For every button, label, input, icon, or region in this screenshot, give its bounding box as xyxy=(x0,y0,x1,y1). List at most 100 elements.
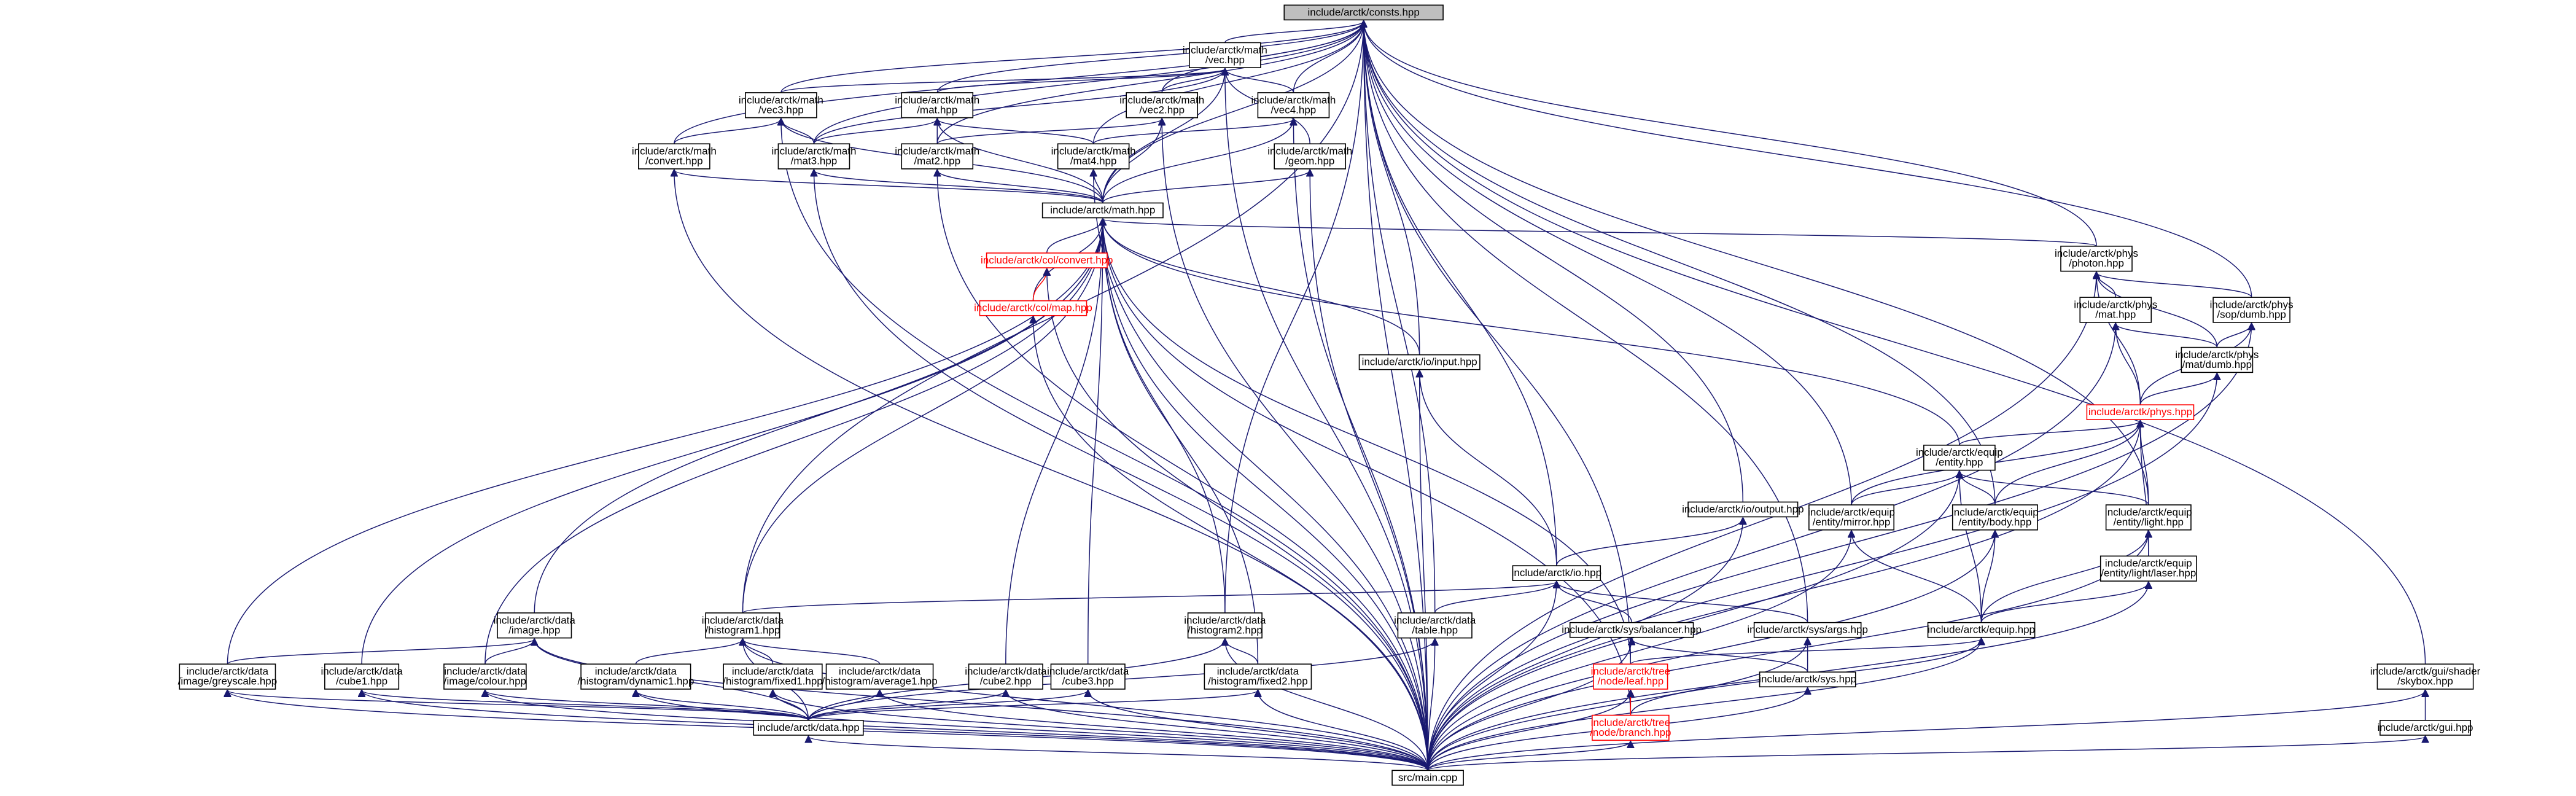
node-data[interactable]: include/arctk/data.hpp xyxy=(753,720,864,736)
node-skybox[interactable]: include/arctk/gui/shader/skybox.hpp xyxy=(2370,663,2481,690)
node-fixed1[interactable]: include/arctk/data/histogram/fixed1.hpp xyxy=(723,663,823,690)
node-colconvert[interactable]: include/arctk/col/convert.hpp xyxy=(981,252,1113,268)
node-convert[interactable]: include/arctk/math/convert.hpp xyxy=(632,143,717,170)
node-histogram1[interactable]: include/arctk/data/histogram1.hpp xyxy=(702,612,784,639)
node-leaf[interactable]: include/arctk/tree/node/leaf.hpp xyxy=(1591,663,1670,690)
edge-mat2-to-constants xyxy=(936,21,1363,144)
node-matdumb-label-0: include/arctk/phys xyxy=(2175,349,2259,361)
node-vec[interactable]: include/arctk/math/vec.hpp xyxy=(1183,42,1267,68)
node-io[interactable]: include/arctk/io.hpp xyxy=(1512,565,1601,581)
node-histogram2[interactable]: include/arctk/data/histogram2.hpp xyxy=(1184,612,1266,639)
node-args[interactable]: include/arctk/sys/args.hpp xyxy=(1747,622,1868,638)
edge-output-to-constants xyxy=(1364,21,1744,502)
node-vec2[interactable]: include/arctk/math/vec2.hpp xyxy=(1119,92,1204,119)
node-geom-label-0: include/arctk/math xyxy=(1267,146,1352,157)
edge-main-to-geom xyxy=(1310,170,1428,771)
node-cube2-label-0: include/arctk/data xyxy=(965,666,1047,677)
node-image[interactable]: include/arctk/data/image.hpp xyxy=(494,612,576,639)
node-mat3-box xyxy=(777,143,850,170)
node-mat3[interactable]: include/arctk/math/mat3.hpp xyxy=(771,143,856,170)
node-mat4-label-0: include/arctk/math xyxy=(1051,146,1136,157)
node-mat2[interactable]: include/arctk/math/mat2.hpp xyxy=(895,143,979,170)
node-mat2-label-0: include/arctk/math xyxy=(895,146,979,157)
node-body[interactable]: include/arctk/equip/entity/body.hpp xyxy=(1951,504,2039,531)
edge-body-to-constants xyxy=(1364,21,1996,505)
node-main[interactable]: src/main.cpp xyxy=(1391,770,1464,786)
node-histogram1-label-0: include/arctk/data xyxy=(702,614,784,626)
node-math-box xyxy=(1041,202,1164,219)
node-light[interactable]: include/arctk/equip/entity/light.hpp xyxy=(2105,504,2192,531)
node-greyscale[interactable]: include/arctk/data/image/greyscale.hpp xyxy=(178,663,278,690)
node-sopdumb[interactable]: include/arctk/phys/sop/dumb.hpp xyxy=(2210,297,2294,323)
node-input[interactable]: include/arctk/io/input.hpp xyxy=(1358,354,1481,370)
node-average1[interactable]: include/arctk/data/histogram/average1.hp… xyxy=(822,663,938,690)
node-math[interactable]: include/arctk/math.hpp xyxy=(1041,202,1164,219)
edge-main-to-gui xyxy=(1427,736,2425,771)
node-fixed2[interactable]: include/arctk/data/histogram/fixed2.hpp xyxy=(1204,663,1312,690)
node-cube3[interactable]: include/arctk/data/cube3.hpp xyxy=(1047,663,1129,690)
node-vec4-box xyxy=(1257,92,1330,119)
node-sys[interactable]: include/arctk/sys.hpp xyxy=(1759,671,1856,688)
node-mirror-label-0: include/arctk/equip xyxy=(1808,506,1895,518)
node-mat[interactable]: include/arctk/math/mat.hpp xyxy=(895,92,979,119)
edge-vec3-to-constants xyxy=(780,21,1364,93)
node-mirror[interactable]: include/arctk/equip/entity/mirror.hpp xyxy=(1808,504,1895,531)
node-photon[interactable]: include/arctk/phys/photon.hpp xyxy=(2055,246,2138,272)
node-output[interactable]: include/arctk/io/output.hpp xyxy=(1682,501,1804,518)
edge-equip-to-light xyxy=(1980,531,2149,623)
node-constants[interactable]: include/arctk/consts.hpp xyxy=(1283,4,1444,21)
node-vec3-label-0: include/arctk/math xyxy=(739,94,823,106)
node-args-label-0: include/arctk/sys/args.hpp xyxy=(1747,624,1868,636)
edge-physmat-to-photon xyxy=(2096,273,2117,298)
node-table[interactable]: include/arctk/data/table.hpp xyxy=(1394,612,1476,639)
node-colmap[interactable]: include/arctk/col/map.hpp xyxy=(974,300,1092,316)
node-vec4[interactable]: include/arctk/math/vec4.hpp xyxy=(1251,92,1336,119)
node-table-label-1: /table.hpp xyxy=(1412,624,1458,636)
edge-mat3-to-mat xyxy=(813,119,937,144)
node-mat4[interactable]: include/arctk/math/mat4.hpp xyxy=(1051,143,1136,170)
edge-data-to-cube3 xyxy=(807,690,1088,721)
edge-branch-to-math xyxy=(1103,219,1632,716)
node-branch[interactable]: include/arctk/tree/node/branch.hpp xyxy=(1590,714,1671,741)
edge-mat2-to-vec2 xyxy=(936,119,1162,144)
node-dynamic1[interactable]: include/arctk/data/histogram/dynamic1.hp… xyxy=(577,663,694,690)
node-gui[interactable]: include/arctk/gui.hpp xyxy=(2378,720,2473,736)
node-cube2[interactable]: include/arctk/data/cube2.hpp xyxy=(965,663,1047,690)
node-physmat[interactable]: include/arctk/phys/mat.hpp xyxy=(2074,297,2157,323)
node-body-label-1: /entity/body.hpp xyxy=(1959,516,2032,528)
edge-io-to-output xyxy=(1556,518,1743,566)
node-matdumb[interactable]: include/arctk/phys/mat/dumb.hpp xyxy=(2175,346,2259,373)
node-physmat-label-0: include/arctk/phys xyxy=(2074,299,2157,311)
edge-matdumb-to-sopdumb xyxy=(2216,324,2251,348)
node-phys[interactable]: include/arctk/phys.hpp xyxy=(2086,404,2195,420)
edge-mirror-to-constants xyxy=(1364,21,1852,505)
node-equip[interactable]: include/arctk/equip.hpp xyxy=(1927,622,2036,638)
edge-main-to-equip xyxy=(1427,639,1981,771)
node-table-label-0: include/arctk/data xyxy=(1394,614,1476,626)
node-entity[interactable]: include/arctk/equip/entity.hpp xyxy=(1916,445,2003,471)
node-dynamic1-label-0: include/arctk/data xyxy=(595,666,677,677)
edge-photon-to-constants xyxy=(1364,21,2097,246)
edge-main-to-skybox xyxy=(1427,690,2425,771)
edge-greyscale-to-math xyxy=(227,219,1102,665)
edge-data-to-cube2 xyxy=(807,690,1006,721)
node-average1-box xyxy=(825,663,934,690)
node-gui-box xyxy=(2379,720,2471,736)
node-geom[interactable]: include/arctk/math/geom.hpp xyxy=(1267,143,1352,170)
node-branch-label-0: include/arctk/tree xyxy=(1591,717,1670,728)
node-physmat-box xyxy=(2079,297,2152,323)
node-greyscale-label-0: include/arctk/data xyxy=(187,666,269,677)
node-table-box xyxy=(1397,612,1473,639)
node-vec3[interactable]: include/arctk/math/vec3.hpp xyxy=(739,92,823,119)
node-cube1[interactable]: include/arctk/data/cube1.hpp xyxy=(321,663,403,690)
edge-main-to-vec2 xyxy=(1162,119,1428,771)
node-balancer[interactable]: include/arctk/sys/balancer.hpp xyxy=(1562,622,1702,638)
node-laser[interactable]: include/arctk/equip/entity/light/laser.h… xyxy=(2099,555,2197,582)
node-colour[interactable]: include/arctk/data/image/colour.hpp xyxy=(443,663,527,690)
edge-light-to-entity xyxy=(1959,472,2149,505)
node-vec-label-0: include/arctk/math xyxy=(1183,44,1267,56)
node-mat-box xyxy=(901,92,974,119)
node-colmap-label-0: include/arctk/col/map.hpp xyxy=(974,302,1092,314)
edge-vec-to-constants xyxy=(1224,21,1364,43)
node-vec2-box xyxy=(1126,92,1199,119)
